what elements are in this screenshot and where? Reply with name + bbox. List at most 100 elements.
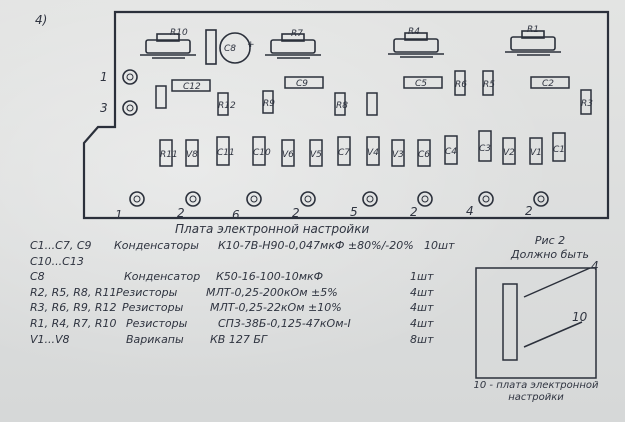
bottom-label-4: 5 (350, 205, 358, 219)
parts-qty: 8шт (410, 332, 434, 346)
part-c5 (403, 76, 443, 89)
side-terminal-1 (122, 69, 138, 85)
parts-refs: V1...V8 (30, 332, 70, 346)
parts-row: R3, R6, R9, R12 Резисторы МЛТ-0,25-22кОм… (30, 300, 460, 316)
figure-number: 4) (35, 13, 47, 27)
bottom-label-7: 2 (525, 204, 533, 218)
side-label-1: 1 (100, 70, 108, 84)
parts-type: Резисторы (126, 316, 188, 330)
fig2-drawing (475, 267, 597, 379)
parts-type: Варикапы (126, 332, 184, 346)
pot-r1 (505, 30, 561, 56)
label-v4: V4 (367, 148, 379, 158)
part-c2 (530, 76, 570, 89)
parts-refs: C8 (30, 270, 45, 284)
part-r9 (262, 90, 274, 114)
parts-spec: К10-7В-Н90-0,047мкФ ±80%/-20% (218, 239, 414, 252)
parts-spec: КВ 127 БГ (210, 332, 268, 346)
parts-row: C10...C13 (30, 254, 460, 270)
lower-row-parts (159, 130, 566, 167)
parts-type: Резисторы (116, 285, 178, 299)
label-r8: R8 (336, 101, 348, 111)
part-r8b (366, 92, 378, 116)
parts-row: R1, R4, R7, R10 Резисторы СП3-38Б-0,125-… (30, 316, 460, 332)
label-r3: R3 (581, 99, 593, 109)
parts-refs: R1, R4, R7, R10 (30, 316, 117, 330)
label-c4: C4 (445, 147, 457, 157)
parts-row: C1...C7, C9 Конденсаторы К10-7В-Н90-0,04… (30, 238, 460, 254)
pot-label-r4: R4 (408, 27, 420, 37)
parts-row: R2, R5, R8, R11 Резисторы МЛТ-0,25-200кО… (30, 285, 460, 301)
small-vertical-part (205, 29, 217, 65)
part-r12 (217, 92, 229, 116)
fig2-title: Рис 2 (534, 234, 566, 247)
bottom-label-3: 2 (292, 206, 300, 220)
label-c10: C10 (253, 148, 271, 158)
parts-spec: К50-16-100-10мкФ (216, 270, 324, 284)
label-r9: R9 (263, 99, 275, 109)
capacitor-c8 (219, 32, 251, 64)
label-c1: C1 (553, 145, 565, 155)
label-r11: R11 (160, 150, 178, 160)
label-v5: V5 (310, 150, 322, 160)
bottom-label-1: 2 (177, 206, 185, 220)
parts-type: Конденсатор (124, 270, 201, 284)
label-c9: C9 (296, 79, 308, 89)
bottom-label-0: 1 (115, 208, 123, 222)
pot-r10 (140, 33, 196, 59)
label-c5: C5 (415, 79, 427, 89)
side-label-3: 3 (100, 101, 108, 115)
part-r6 (454, 70, 466, 96)
part-c9 (284, 76, 324, 89)
label-v2: V2 (503, 148, 515, 158)
label-c7: C7 (338, 148, 350, 158)
label-r12: R12 (218, 101, 236, 111)
parts-qty: 1шт (410, 270, 434, 284)
pot-r7 (265, 33, 321, 59)
bottom-terminals (129, 191, 549, 207)
parts-spec: МЛТ-0,25-22кОм ±10% (210, 301, 342, 315)
pot-label-r1: R1 (527, 25, 539, 35)
parts-spec: СП3-38Б-0,125-47кОм-I (218, 316, 351, 330)
c8-plus-sign: + (247, 40, 255, 50)
c8-label: C8 (224, 44, 236, 54)
parts-list: C1...C7, C9 Конденсаторы К10-7В-Н90-0,04… (30, 238, 460, 347)
fig2-caption: 10 - плата электронной настройки (473, 380, 599, 403)
pot-r4 (388, 32, 444, 58)
label-c6: C6 (418, 150, 430, 160)
bottom-label-5: 2 (410, 205, 418, 219)
pot-label-r10: R10 (170, 28, 188, 38)
bottom-label-6: 4 (466, 204, 474, 218)
part-r3 (580, 89, 592, 115)
parts-spec: МЛТ-0,25-200кОм ±5% (206, 285, 338, 299)
label-v8: V8 (186, 150, 198, 160)
bottom-label-2: 6 (232, 208, 240, 222)
side-terminal-3 (122, 100, 138, 116)
parts-refs: C10...C13 (30, 254, 84, 268)
board-title: Плата электронной настройки (175, 222, 369, 236)
label-v3: V3 (392, 150, 404, 160)
label-c11: C11 (217, 148, 235, 158)
part-r5 (482, 70, 494, 96)
board-outline (82, 10, 610, 220)
pot-label-r7: R7 (291, 29, 303, 39)
label-c2: C2 (542, 79, 554, 89)
parts-row: C8 Конденсатор К50-16-100-10мкФ 1шт (30, 269, 460, 285)
label-c12: C12 (183, 82, 201, 92)
part-r12-left (155, 85, 167, 109)
part-c12 (171, 79, 211, 92)
label-r5: R5 (483, 80, 495, 90)
fig2-subtitle: Должно быть (510, 248, 590, 261)
parts-row: V1...V8 Варикапы КВ 127 БГ 8шт (30, 332, 460, 348)
label-r6: R6 (455, 80, 467, 90)
label-v1: V1 (530, 148, 542, 158)
parts-qty: 4шт (410, 316, 434, 330)
label-c3: C3 (479, 144, 491, 154)
parts-type: Конденсаторы (114, 239, 199, 252)
parts-qty: 4шт (410, 285, 434, 299)
fig2-label-10: 10 (572, 310, 588, 324)
parts-qty: 4шт (410, 301, 434, 315)
fig2-title-block: Рис 2 Должно быть (505, 234, 595, 262)
